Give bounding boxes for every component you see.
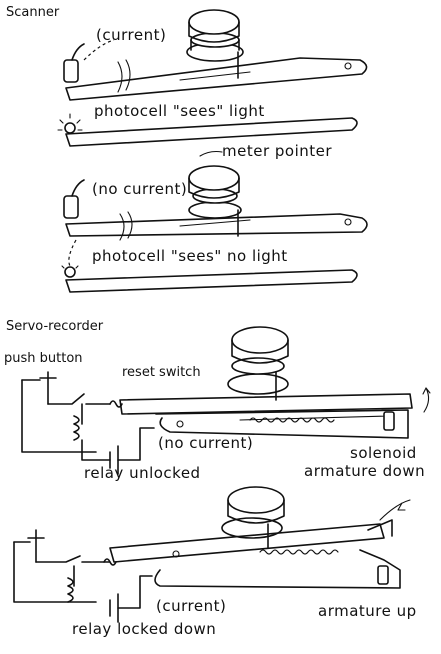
light-bulb-2 — [61, 265, 79, 278]
label-current-1: (current) — [96, 26, 167, 44]
label-meter-pointer: meter pointer — [222, 142, 333, 160]
scanner-panel-no-light — [61, 165, 368, 293]
servo-panel-unlocked — [21, 326, 431, 475]
photocell-1 — [63, 43, 85, 83]
label-relay-locked: relay locked down — [72, 620, 217, 638]
circuit-4 — [13, 529, 153, 623]
recorder-arm-3 — [119, 393, 413, 439]
meter-pointer-1 — [65, 117, 358, 147]
circuit-3 — [21, 371, 155, 475]
label-relay-unlocked: relay unlocked — [84, 464, 201, 482]
label-current-2: (current) — [156, 597, 227, 615]
label-solenoid: solenoid — [350, 444, 417, 462]
label-photocell-light: photocell "sees" light — [94, 102, 265, 120]
knob-1 — [186, 9, 244, 79]
light-bulb-1 — [57, 113, 83, 134]
label-no-current-1: (no current) — [92, 180, 188, 198]
label-armature-up: armature up — [318, 602, 417, 620]
section-title-servo: Servo-recorder — [6, 319, 104, 334]
recorder-arm-4 — [109, 519, 401, 589]
scanner-panel-light — [57, 9, 368, 157]
knob-2 — [188, 165, 242, 237]
scanner-arm-1 — [65, 57, 368, 101]
label-no-current-2: (no current) — [158, 434, 254, 452]
knob-4 — [221, 486, 285, 549]
label-photocell-no-light: photocell "sees" no light — [92, 247, 288, 265]
servo-panel-locked — [13, 486, 411, 623]
section-title-scanner: Scanner — [6, 5, 60, 20]
label-armature-down: armature down — [304, 462, 426, 480]
label-reset-switch: reset switch — [122, 365, 201, 380]
knob-3 — [227, 326, 289, 401]
meter-pointer-2 — [65, 269, 358, 293]
scanner-arm-2 — [65, 213, 368, 237]
label-push-button: push button — [4, 351, 83, 366]
photocell-2 — [63, 179, 85, 219]
